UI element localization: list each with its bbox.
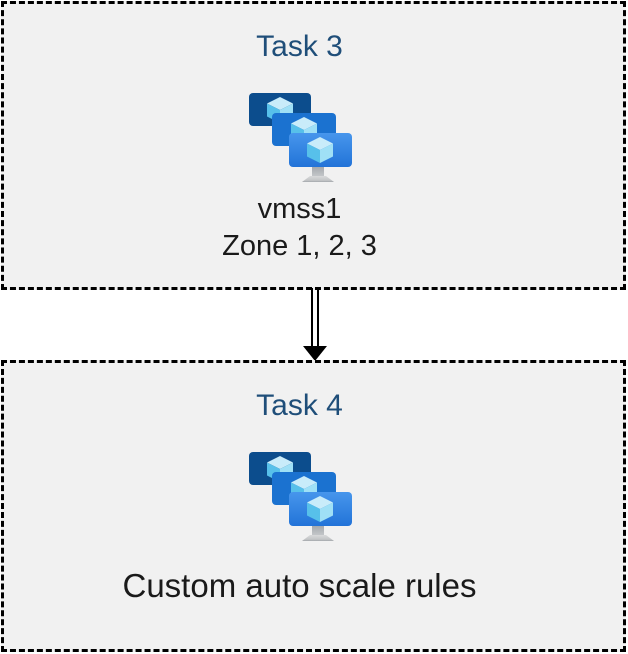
arrow-head-icon: [303, 346, 327, 361]
zones-label: Zone 1, 2, 3: [222, 230, 377, 262]
arrow-shaft: [311, 288, 319, 348]
vmss-icon: [248, 451, 352, 543]
task4-title: Task 4: [256, 389, 343, 422]
task3-box: Task 3 vmss1 Zone 1, 2, 3: [1, 1, 626, 290]
task4-box: Task 4 Custom auto scale rules: [1, 360, 626, 652]
task3-title: Task 3: [256, 30, 343, 63]
task4-content: Task 4 Custom auto scale rules: [0, 363, 609, 649]
autoscale-rules-label: Custom auto scale rules: [122, 567, 477, 604]
vmss-name-label: vmss1: [257, 193, 342, 225]
task3-labels: vmss1 Zone 1, 2, 3: [222, 191, 377, 265]
vmss-icon: [248, 92, 352, 184]
task3-content: Task 3 vmss1 Zone 1, 2, 3: [0, 4, 609, 287]
